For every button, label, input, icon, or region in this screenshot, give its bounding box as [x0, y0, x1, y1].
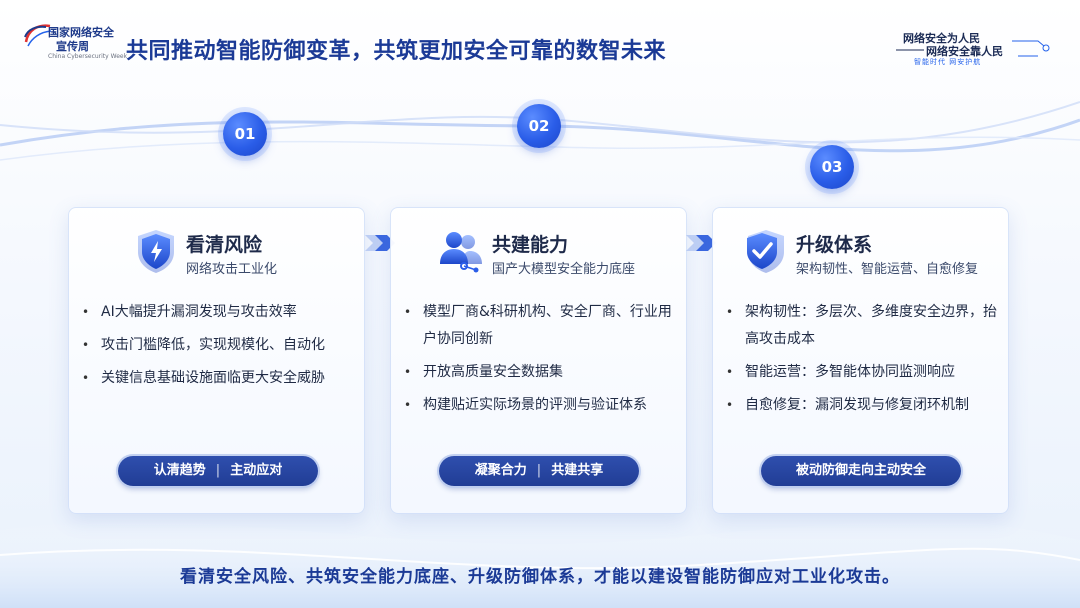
chevron-right-icon: [686, 235, 716, 251]
bullet-list: 模型厂商&科研机构、安全厂商、行业用户协同创新 开放高质量安全数据集 构建贴近实…: [404, 299, 680, 425]
slogan-logo: 网络安全为人民 网络安全靠人民 智能时代 网安护航: [888, 30, 1058, 70]
bullet-list: AI大幅提升漏洞发现与攻击效率 攻击门槛降低，实现规模化、自动化 关键信息基础设…: [82, 299, 358, 398]
list-item: 智能运营：多智能体协同监测响应: [726, 359, 1002, 386]
list-item: 构建贴近实际场景的评测与验证体系: [404, 392, 680, 419]
card-subtitle: 架构韧性、智能运营、自愈修复: [796, 262, 979, 277]
list-item: 攻击门槛降低，实现规模化、自动化: [82, 332, 358, 359]
step-badge-02: 02: [517, 104, 561, 148]
step-badge-01: 01: [223, 112, 267, 156]
pill-text-1: 被动防御走向主动安全: [795, 463, 926, 478]
pill-divider: |: [536, 463, 542, 478]
pill-text-1: 凝聚合力: [474, 463, 527, 478]
bullet-list: 架构韧性：多层次、多维度安全边界，抬高攻击成本 智能运营：多智能体协同监测响应 …: [726, 299, 1002, 425]
card-tag-pill: 认清趋势 | 主动应对: [118, 456, 318, 486]
pill-text-1: 认清趋势: [153, 463, 206, 478]
pill-divider: |: [215, 463, 221, 478]
page-title: 共同推动智能防御变革，共筑更加安全可靠的数智未来: [126, 39, 667, 64]
list-item: 架构韧性：多层次、多维度安全边界，抬高攻击成本: [726, 299, 1002, 353]
slogan-line3: 智能时代 网安护航: [914, 58, 982, 66]
globe-swoosh-icon: [24, 24, 52, 47]
list-item: 模型厂商&科研机构、安全厂商、行业用户协同创新: [404, 299, 680, 353]
list-item: AI大幅提升漏洞发现与攻击效率: [82, 299, 358, 326]
footer-summary: 看清安全风险、共筑安全能力底座、升级防御体系，才能以建设智能防御应对工业化攻击。: [180, 567, 900, 587]
list-item: 开放高质量安全数据集: [404, 359, 680, 386]
card-title: 看清风险: [186, 234, 263, 256]
circuit-lines-icon: [896, 40, 1050, 57]
logo-left-line2: 宣传周: [56, 40, 89, 53]
shield-check-icon: [747, 230, 784, 273]
step-badge-03: 03: [810, 145, 854, 189]
slogan-line2: 网络安全靠人民: [926, 45, 1003, 58]
card-title: 升级体系: [796, 234, 873, 256]
card-see-risk: 看清风险 网络攻击工业化 AI大幅提升漏洞发现与攻击效率 攻击门槛降低，实现规模…: [68, 207, 365, 514]
pill-text-2: 主动应对: [230, 463, 283, 478]
card-tag-pill: 被动防御走向主动安全: [761, 456, 961, 486]
bottom-wave-decoration: [0, 521, 1080, 608]
card-subtitle: 网络攻击工业化: [186, 262, 278, 277]
cybersecurity-week-logo: 国家网络安全 宣传周 China Cybersecurity Week: [22, 20, 127, 66]
people-network-icon: [440, 232, 482, 273]
card-build-capability: 共建能力 国产大模型安全能力底座 模型厂商&科研机构、安全厂商、行业用户协同创新…: [390, 207, 687, 514]
card-tag-pill: 凝聚合力 | 共建共享: [439, 456, 639, 486]
list-item: 关键信息基础设施面临更大安全威胁: [82, 365, 358, 392]
card-upgrade-system: 升级体系 架构韧性、智能运营、自愈修复 架构韧性：多层次、多维度安全边界，抬高攻…: [712, 207, 1009, 514]
card-title: 共建能力: [492, 234, 569, 256]
pill-text-2: 共建共享: [551, 463, 604, 478]
card-subtitle: 国产大模型安全能力底座: [492, 262, 636, 277]
logo-left-line3: China Cybersecurity Week: [48, 53, 128, 60]
slogan-line1: 网络安全为人民: [903, 32, 980, 45]
logo-left-line1: 国家网络安全: [48, 26, 114, 39]
list-item: 自愈修复：漏洞发现与修复闭环机制: [726, 392, 1002, 419]
shield-lightning-icon: [138, 230, 174, 273]
